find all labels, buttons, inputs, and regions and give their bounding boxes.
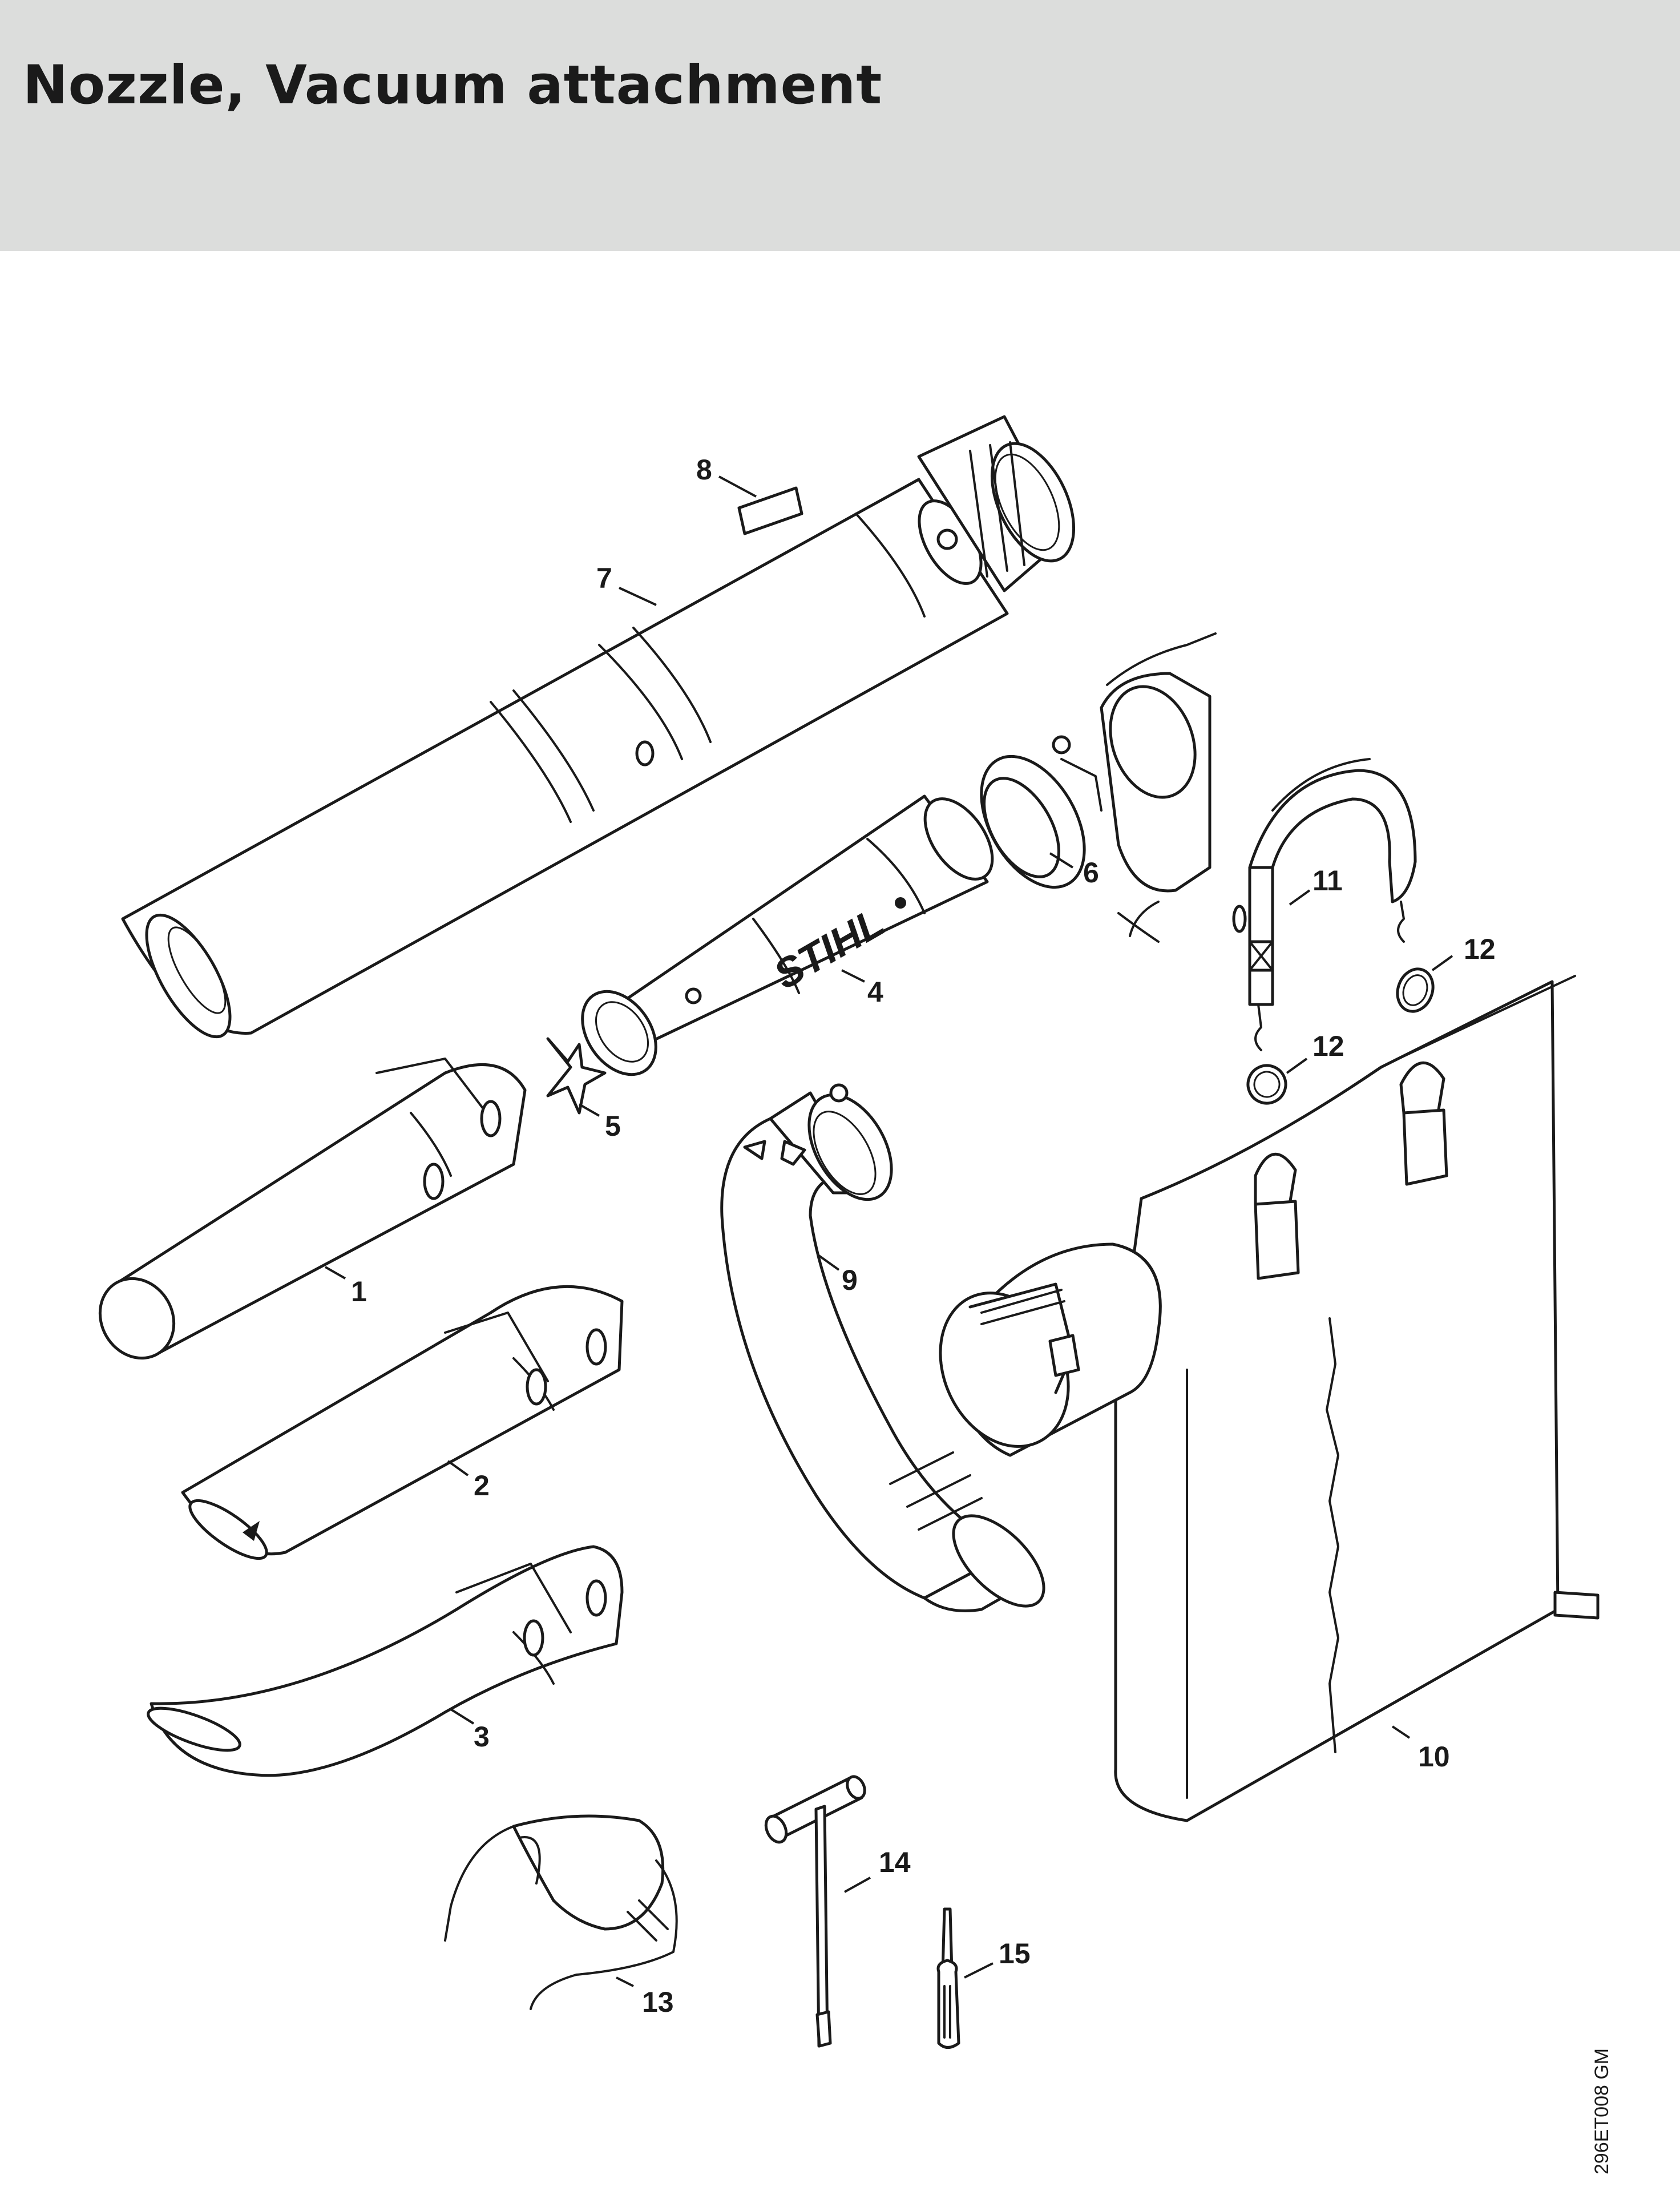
callout-13: 13 (642, 1986, 674, 2018)
callout-4: 4 (867, 976, 883, 1008)
callout-10: 10 (1418, 1741, 1450, 1773)
part-4-blower-tube-logo: STIHL (581, 794, 994, 1076)
callout-3: 3 (474, 1721, 490, 1753)
part-14-combination-wrench (764, 1775, 866, 2048)
part-7-blower-tube (121, 415, 1076, 1039)
part-9-vacuum-elbow (720, 1083, 1045, 1612)
part-11-shoulder-strap (1232, 758, 1417, 1051)
callout-6: 6 (1083, 857, 1099, 889)
page-title: Nozzle, Vacuum attachment (23, 54, 883, 116)
callout-5: 5 (605, 1110, 621, 1142)
part-6-coupling-ring (980, 735, 1102, 889)
callout-2: 2 (474, 1470, 490, 1502)
callout-12-lower: 12 (1312, 1030, 1344, 1062)
part-12-ring-upper (1396, 967, 1435, 1013)
header-band: Nozzle, Vacuum attachment (0, 0, 1680, 251)
part-8-label (737, 486, 803, 535)
callout-numbers: 8 7 6 4 5 1 2 3 9 10 11 12 12 13 14 15 (351, 454, 1496, 2018)
callout-7: 7 (596, 562, 612, 594)
callout-1: 1 (351, 1276, 367, 1308)
callout-14: 14 (879, 1846, 911, 1878)
part-3-curved-nozzle (147, 1545, 624, 1777)
part-12-ring-lower (1246, 1064, 1287, 1105)
callout-15: 15 (999, 1938, 1031, 1970)
part-5-nozzle-insert (546, 1037, 607, 1115)
callout-11: 11 (1312, 865, 1343, 897)
callout-9: 9 (842, 1264, 858, 1296)
part-13-safety-glasses (444, 1814, 678, 2010)
callout-leaders (325, 475, 1453, 1987)
part-2-flat-nozzle (181, 1285, 624, 1560)
part-15-screwdriver (936, 1907, 960, 2049)
drawing-code: 296ET008 GM (1591, 2048, 1613, 2174)
part-10-collection-bag (939, 975, 1600, 1822)
part-1-round-nozzle (98, 1058, 527, 1360)
callout-8: 8 (696, 454, 712, 486)
blower-housing-partial (1100, 632, 1217, 943)
callout-12-upper: 12 (1464, 933, 1496, 965)
